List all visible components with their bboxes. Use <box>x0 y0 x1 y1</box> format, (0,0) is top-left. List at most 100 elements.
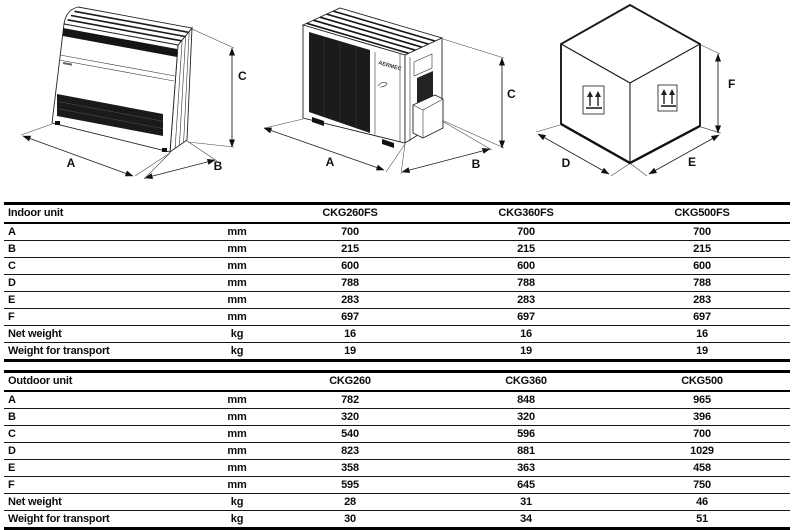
row-value: 750 <box>693 478 711 491</box>
dimension-label-a: A <box>67 156 76 170</box>
row-value: 965 <box>693 393 711 406</box>
row-value: 697 <box>341 310 359 323</box>
row-value: 1029 <box>690 444 714 457</box>
model-column-header: CKG500FS <box>674 207 730 219</box>
indoor-dimension-c: C <box>187 28 247 148</box>
row-unit: mm <box>227 410 247 423</box>
row-value: 46 <box>696 495 708 508</box>
row-value: 31 <box>520 495 532 508</box>
row-value: 16 <box>520 327 532 340</box>
this-way-up-icon <box>582 85 605 115</box>
row-label: Net weight <box>8 495 62 508</box>
row-label: B <box>8 410 16 423</box>
row-value: 215 <box>517 242 535 255</box>
indoor-unit-drawing: A B C <box>20 6 247 180</box>
row-label: Weight for transport <box>8 344 110 357</box>
row-unit: mm <box>227 310 247 323</box>
dimension-label-a: A <box>326 155 335 169</box>
row-unit: mm <box>227 276 247 289</box>
dimension-drawings-row: A B C <box>0 0 794 198</box>
row-label: F <box>8 310 15 323</box>
row-value: 600 <box>341 259 359 272</box>
table-title: Indoor unit <box>8 207 64 219</box>
dimension-label-b: B <box>472 157 481 171</box>
row-label: C <box>8 427 16 440</box>
row-unit: kg <box>230 512 244 525</box>
row-value: 596 <box>517 427 535 440</box>
foot <box>382 139 394 148</box>
row-value: 700 <box>341 225 359 238</box>
model-column-header: CKG260 <box>329 375 371 387</box>
row-value: 283 <box>517 293 535 306</box>
row-value: 848 <box>517 393 535 406</box>
table-title: Outdoor unit <box>8 375 73 387</box>
packaging-box-drawing: D E F <box>535 3 735 177</box>
row-value: 700 <box>693 427 711 440</box>
row-value: 215 <box>693 242 711 255</box>
air-outlet-band <box>63 28 177 57</box>
row-value: 788 <box>693 276 711 289</box>
row-label: E <box>8 293 16 306</box>
foot <box>162 148 167 152</box>
row-label: D <box>8 444 16 457</box>
row-value: 34 <box>520 512 532 525</box>
row-value: 19 <box>520 344 532 357</box>
row-value: 600 <box>693 259 711 272</box>
row-label: Weight for transport <box>8 512 110 525</box>
row-unit: mm <box>227 444 247 457</box>
row-value: 540 <box>341 427 359 440</box>
indoor-brand-mark <box>62 62 73 66</box>
row-unit: mm <box>227 259 247 272</box>
row-value: 320 <box>517 410 535 423</box>
unit-column-header <box>212 204 262 224</box>
row-label: D <box>8 276 16 289</box>
row-unit: kg <box>230 495 244 508</box>
this-way-up-icon <box>657 84 678 112</box>
box-dimension-d: D <box>535 124 630 177</box>
outdoor-dimension-b: B <box>400 120 493 175</box>
model-column-header: CKG360FS <box>498 207 554 219</box>
row-label: B <box>8 242 16 255</box>
outdoor-unit-body: AERMEC <box>301 7 444 148</box>
row-value: 788 <box>517 276 535 289</box>
row-unit: mm <box>227 293 247 306</box>
row-unit: mm <box>227 478 247 491</box>
row-unit: mm <box>227 393 247 406</box>
row-label: E <box>8 461 16 474</box>
row-unit: mm <box>227 242 247 255</box>
dimension-label-e: E <box>688 155 696 169</box>
row-value: 283 <box>693 293 711 306</box>
row-value: 16 <box>344 327 356 340</box>
carton-box <box>559 3 702 165</box>
row-unit: mm <box>227 427 247 440</box>
row-unit: mm <box>227 461 247 474</box>
row-value: 600 <box>517 259 535 272</box>
row-value: 458 <box>693 461 711 474</box>
row-unit: kg <box>230 327 244 340</box>
outdoor-dimension-c: C <box>442 38 516 149</box>
row-value: 396 <box>693 410 711 423</box>
control-panel <box>413 53 433 77</box>
row-value: 697 <box>517 310 535 323</box>
row-value: 215 <box>341 242 359 255</box>
valve-cover <box>412 94 444 139</box>
row-label: Net weight <box>8 327 62 340</box>
row-value: 19 <box>696 344 708 357</box>
